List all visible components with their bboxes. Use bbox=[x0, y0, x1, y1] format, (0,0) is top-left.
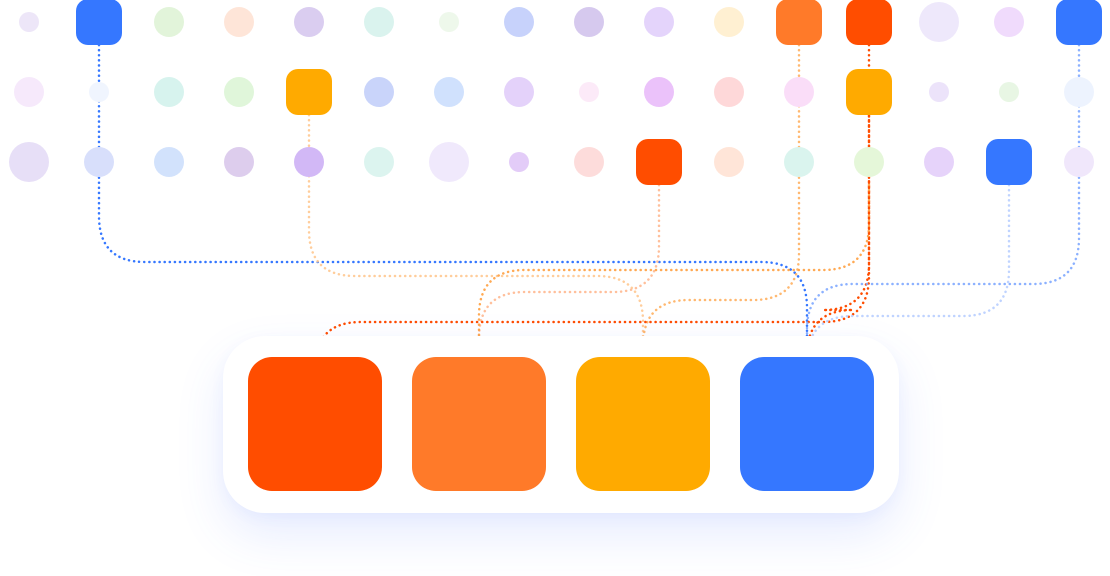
color-dot bbox=[429, 142, 469, 182]
color-dot bbox=[574, 147, 604, 177]
swatch-red-orange bbox=[248, 357, 382, 491]
color-dot bbox=[574, 7, 604, 37]
color-dot bbox=[1064, 77, 1094, 107]
color-dot bbox=[9, 142, 49, 182]
color-dot bbox=[784, 77, 814, 107]
color-dot bbox=[224, 7, 254, 37]
color-dot bbox=[999, 82, 1019, 102]
connection-line bbox=[477, 183, 661, 359]
color-dot bbox=[644, 7, 674, 37]
color-dot bbox=[364, 7, 394, 37]
color-tile bbox=[286, 69, 332, 115]
color-dot bbox=[364, 147, 394, 177]
color-dot bbox=[644, 77, 674, 107]
color-dot bbox=[154, 7, 184, 37]
color-dot bbox=[19, 12, 39, 32]
color-dot bbox=[294, 147, 324, 177]
color-dot bbox=[14, 77, 44, 107]
color-tile bbox=[1056, 0, 1102, 45]
color-dot bbox=[929, 82, 949, 102]
color-tile bbox=[636, 139, 682, 185]
color-dot bbox=[714, 7, 744, 37]
color-tile bbox=[776, 0, 822, 45]
color-dot bbox=[154, 77, 184, 107]
color-dot bbox=[439, 12, 459, 32]
color-dot bbox=[924, 147, 954, 177]
color-dot bbox=[784, 147, 814, 177]
color-dot bbox=[154, 147, 184, 177]
color-tile bbox=[846, 69, 892, 115]
color-dot bbox=[364, 77, 394, 107]
color-dot bbox=[504, 77, 534, 107]
color-tile bbox=[846, 0, 892, 45]
connection-line bbox=[477, 183, 871, 359]
swatch-blue bbox=[740, 357, 874, 491]
color-dot bbox=[224, 147, 254, 177]
color-dot bbox=[509, 152, 529, 172]
color-tile bbox=[76, 0, 122, 45]
color-dot bbox=[89, 82, 109, 102]
color-dot bbox=[84, 147, 114, 177]
color-dot bbox=[1064, 147, 1094, 177]
swatch-tray bbox=[223, 336, 899, 513]
color-dot bbox=[224, 77, 254, 107]
swatch-orange bbox=[412, 357, 546, 491]
color-dot bbox=[919, 2, 959, 42]
color-dot bbox=[854, 147, 884, 177]
color-dot bbox=[714, 147, 744, 177]
color-dot bbox=[504, 7, 534, 37]
color-dot bbox=[994, 7, 1024, 37]
swatch-amber bbox=[576, 357, 710, 491]
color-tile bbox=[986, 139, 1032, 185]
color-dot bbox=[714, 77, 744, 107]
color-dot bbox=[579, 82, 599, 102]
color-dot bbox=[294, 7, 324, 37]
color-dot bbox=[434, 77, 464, 107]
